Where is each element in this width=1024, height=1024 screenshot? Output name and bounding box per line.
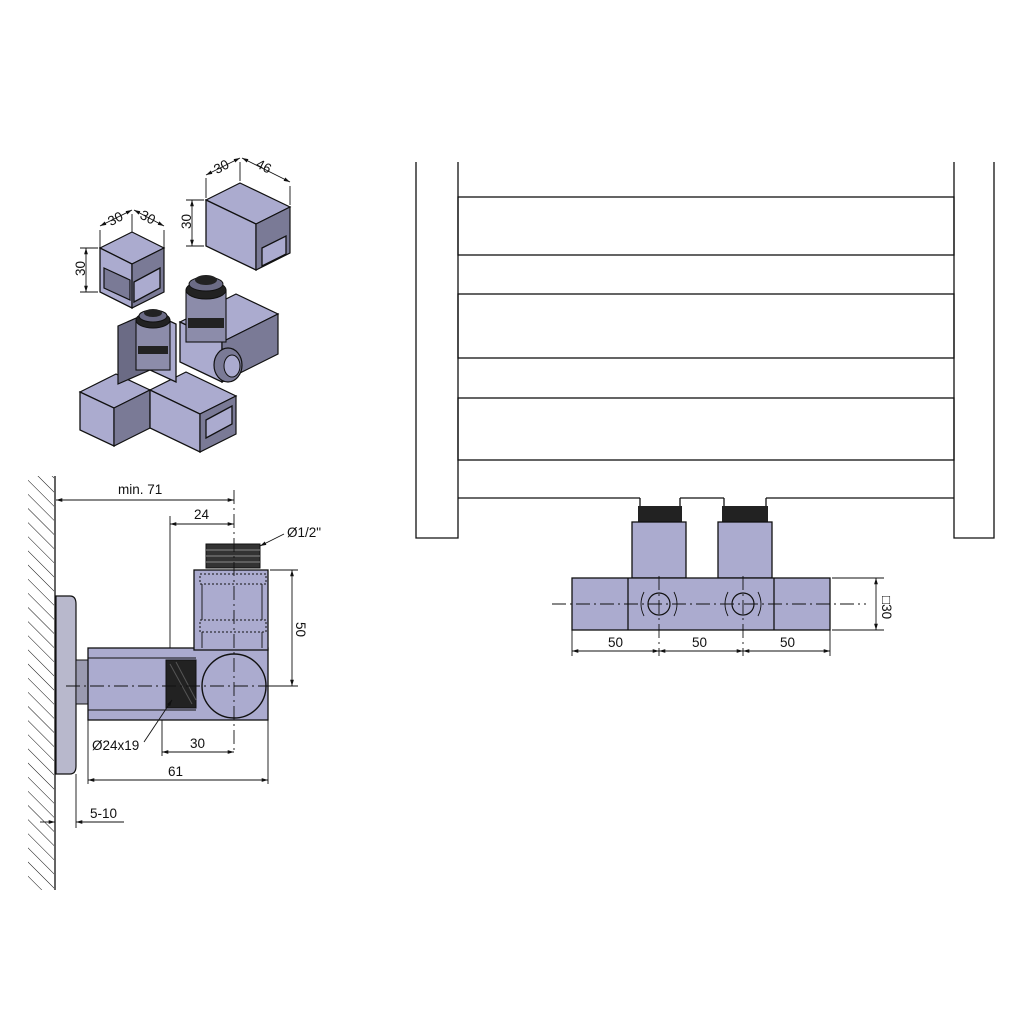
dim-spacing-left: 50 [608,635,623,650]
dim-square: □30 [879,596,894,619]
rosette [55,595,77,775]
dim-wall-gap: 5-10 [90,806,117,821]
cap-right-w1: 30 [211,157,231,177]
radiator-left-post [415,162,459,539]
radiator-right-post [953,162,995,539]
isometric-view: 30 30 30 30 46 30 [73,156,292,454]
side-view: min. 71 24 Ø1/2" 50 Ø24x19 30 61 5-10 [28,476,321,890]
dim-depth-inner: 30 [190,736,205,751]
cap-right-w2: 46 [254,156,274,176]
front-view: 50 50 50 □30 [415,162,995,656]
riser-left [631,521,687,579]
riser-right [717,521,773,579]
cap-left-h: 30 [73,261,88,276]
valve-body-iso [78,275,280,454]
cap-right-h: 30 [179,214,194,229]
dim-pipe-offset: 24 [194,507,210,522]
nut-right [722,506,768,522]
dim-depth-total: 61 [168,764,183,779]
cap-left: 30 30 30 [73,207,166,310]
dim-min-wall: min. 71 [118,482,162,497]
cap-right: 30 46 30 [179,156,292,272]
dim-height: 50 [293,622,308,637]
dim-thread: Ø1/2" [287,525,321,540]
cap-left-w1: 30 [105,209,125,229]
radiator-rungs [457,196,955,508]
dim-connector: Ø24x19 [92,738,139,753]
nut-left [638,506,682,522]
dim-spacing-mid: 50 [692,635,707,650]
dim-spacing-right: 50 [780,635,795,650]
cap-left-w2: 30 [138,207,158,227]
wall-hatch [28,476,54,890]
